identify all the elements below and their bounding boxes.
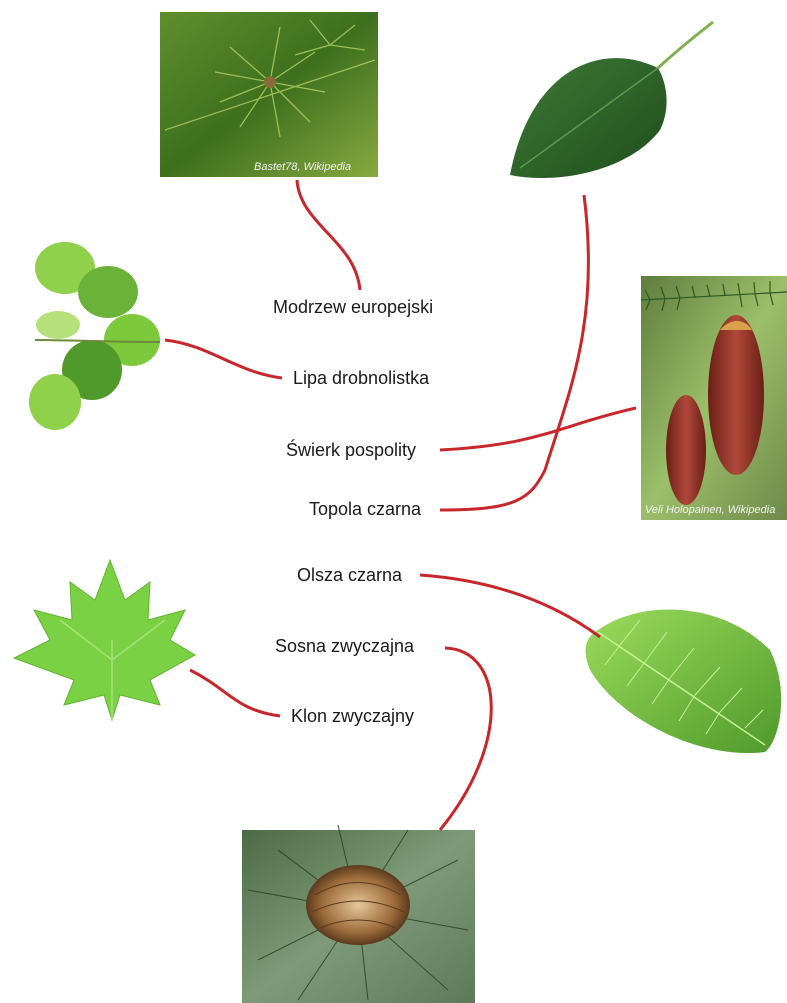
- connector-klon: [190, 670, 280, 716]
- label-olsza: Olsza czarna: [297, 565, 402, 586]
- pine-cone-photo: [242, 825, 475, 1003]
- label-topola: Topola czarna: [309, 499, 421, 520]
- maple-leaf-icon: [14, 560, 195, 720]
- connector-modrzew: [297, 180, 360, 290]
- connector-olsza: [420, 575, 600, 637]
- label-lipa: Lipa drobnolistka: [293, 368, 429, 389]
- larch-photo-credit: Bastet78, Wikipedia: [254, 161, 351, 173]
- label-modrzew: Modrzew europejski: [273, 297, 433, 318]
- label-sosna: Sosna zwyczajna: [275, 636, 414, 657]
- label-klon: Klon zwyczajny: [291, 706, 414, 727]
- linden-branch-icon: [29, 242, 160, 430]
- connector-sosna: [440, 648, 491, 830]
- larch-twig-photo: Bastet78, Wikipedia: [160, 12, 378, 177]
- alder-leaf-icon: [586, 610, 782, 753]
- connector-lipa: [165, 340, 282, 378]
- spruce-cone-photo: Veli Holopainen, Wikipedia: [641, 276, 787, 520]
- connector-topola: [440, 195, 588, 510]
- label-swierk: Świerk pospolity: [286, 440, 416, 461]
- connector-swierk: [440, 408, 636, 450]
- spruce-photo-credit: Veli Holopainen, Wikipedia: [645, 504, 775, 516]
- poplar-leaf-icon: [510, 22, 713, 178]
